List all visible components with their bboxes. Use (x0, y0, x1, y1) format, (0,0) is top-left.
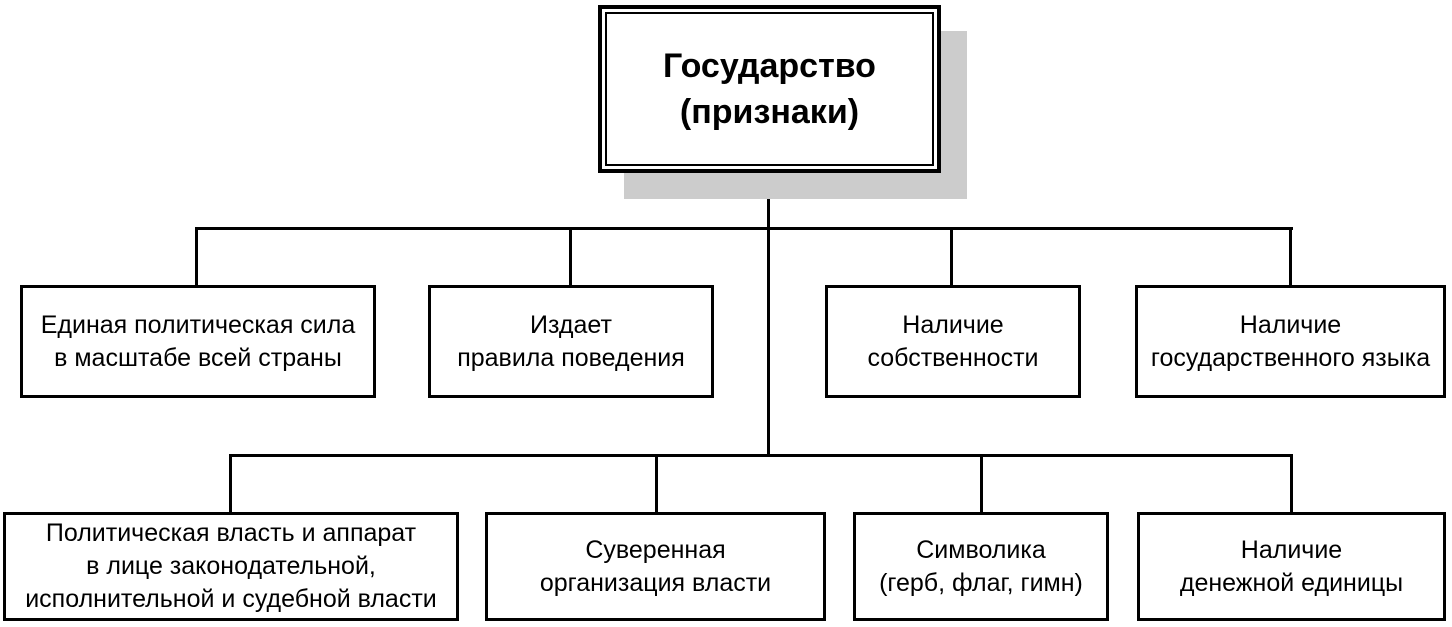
connector-drop-row2-box4 (1290, 454, 1293, 514)
node-label: Единая политическая сила в масштабе всей… (40, 310, 356, 372)
node-label: Издает правила поведения (457, 310, 685, 372)
node-symbols: Символика (герб, флаг, гимн) (853, 512, 1109, 621)
node-sovereign-organization: Суверенная организация власти (485, 512, 826, 621)
node-label: Символика (герб, флаг, гимн) (879, 535, 1083, 597)
connector-root-vertical (767, 170, 770, 457)
node-label: Наличие государственного языка (1150, 310, 1431, 372)
node-root-inner-border: Государство (признаки) (605, 12, 934, 166)
connector-drop-row2-box1 (229, 454, 232, 514)
node-property-ownership: Наличие собственности (825, 285, 1081, 398)
connector-drop-row1-box1 (195, 227, 198, 287)
node-state-language: Наличие государственного языка (1135, 285, 1446, 398)
node-political-power-apparatus: Политическая власть и аппарат в лице зак… (3, 512, 459, 621)
connector-drop-row2-box3 (980, 454, 983, 514)
node-label: Суверенная организация власти (539, 535, 772, 597)
node-unified-political-force: Единая политическая сила в масштабе всей… (20, 285, 376, 398)
connector-bus-row1 (195, 227, 1293, 230)
node-label: Наличие денежной единицы (1179, 535, 1404, 597)
node-root: Государство (признаки) (598, 5, 941, 173)
node-monetary-unit: Наличие денежной единицы (1137, 512, 1446, 621)
connector-drop-row1-box2 (569, 227, 572, 287)
node-label: Наличие собственности (867, 310, 1039, 372)
node-issues-rules-of-conduct: Издает правила поведения (428, 285, 714, 398)
connector-drop-row1-box4 (1289, 227, 1292, 287)
connector-drop-row1-box3 (950, 227, 953, 287)
connector-bus-row2 (229, 454, 1293, 457)
connector-drop-row2-box2 (655, 454, 658, 514)
node-label: Политическая власть и аппарат в лице зак… (25, 519, 437, 613)
node-root-label: Государство (признаки) (663, 47, 876, 131)
